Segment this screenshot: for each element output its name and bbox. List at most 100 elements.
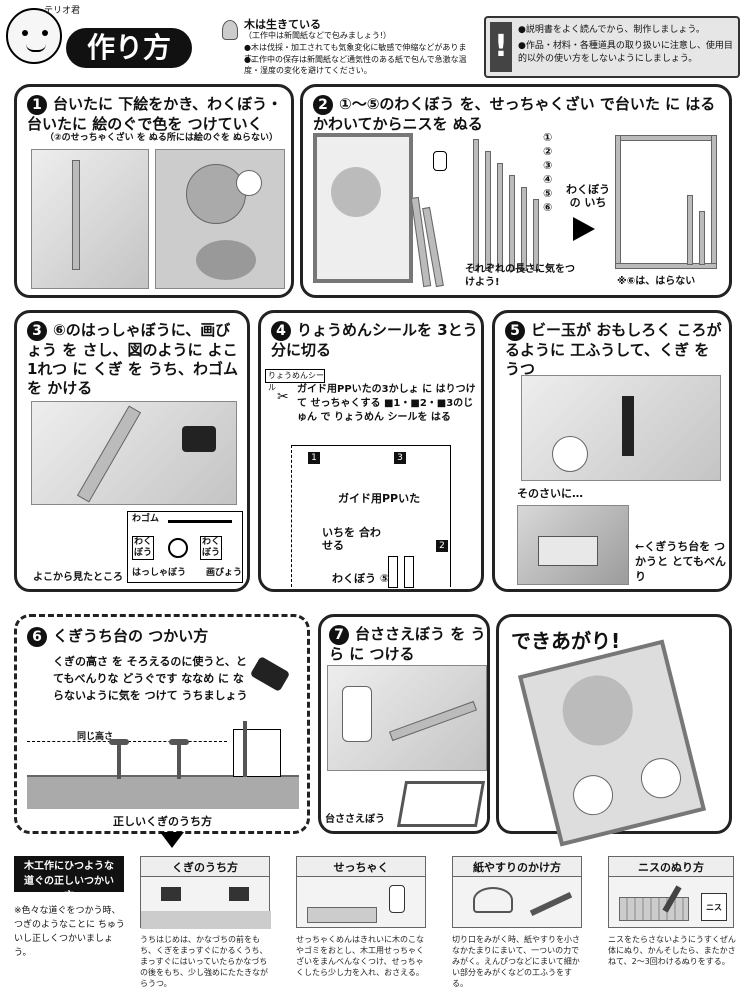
wood-line-3: ●工作中の保存は新聞紙など通気性のある紙で包んで急激な温度・湿度の変化を避けてく… xyxy=(244,55,467,75)
stick-label-6: ⑥ xyxy=(543,201,553,214)
stick-label-3: ③ xyxy=(543,159,553,172)
hammer-icon-2 xyxy=(229,887,249,901)
stick-label-5: ⑤ xyxy=(543,187,553,200)
stick-label-4: ④ xyxy=(543,173,553,186)
tools-heading: 木工作にひつような道ぐの正しいつかい方 xyxy=(14,856,124,902)
tool-text-glue: せっちゃくめんはきれいに木のこなやゴミをおとし、木工用せっちゃくざいをまんべんな… xyxy=(296,935,424,977)
launcher-label: はっしゃぼう xyxy=(132,568,187,578)
mark-3: 3 xyxy=(394,452,406,464)
finished-board xyxy=(517,639,707,847)
tool-image-sandpaper xyxy=(452,876,582,928)
done-title: できあがり! xyxy=(511,629,621,653)
arrow-down-icon xyxy=(160,832,184,848)
tool-text-sandpaper: 切り口をみがく時、紙やすりを小さなかたまりにまいて、一ついの力でみがく。えんぴつ… xyxy=(452,935,580,988)
seal-strip: りょうめんシール xyxy=(265,369,325,392)
stick-label-2: ② xyxy=(543,145,553,158)
frame-label-right: わくぼう xyxy=(200,536,222,560)
warning-box: ! ●説明書をよく読んでから、制作しましょう。 ●作品・材料・各種道具の取り扱い… xyxy=(484,16,740,78)
step-7-number: 7 xyxy=(329,625,349,645)
guide-diagram: 1 3 2 ガイド用PPいた いちを 合わせる わくぼう ⑤ xyxy=(291,445,451,588)
frame-label-left: わくぼう xyxy=(132,536,154,560)
tool-image-varnish: ニス xyxy=(608,876,734,928)
glue-bottle-icon xyxy=(433,151,447,171)
pencil-icon xyxy=(529,891,573,917)
nail-board-diagram xyxy=(27,721,299,809)
frame-position-diagram xyxy=(615,135,717,269)
glue-bottle-icon xyxy=(389,885,405,913)
tool-text-varnish: ニスをたらさないようにうすくぜん体にぬり、かんそしたら、またかさねて、2〜3回わ… xyxy=(608,935,736,966)
step-5-photo xyxy=(521,375,721,481)
brand-tag: テリオ君 xyxy=(44,6,81,16)
page-title: 作り方 xyxy=(66,28,192,68)
step-6-number: 6 xyxy=(27,627,47,647)
done-panel: できあがり! xyxy=(496,614,732,847)
hammer-icon xyxy=(182,426,216,452)
tool-title-nail: くぎのうち方 xyxy=(140,856,270,878)
tools-note: ※色々な道ぐをつかう時、つぎのようなことに ちゅういし正しくつかいましょう。 xyxy=(14,906,125,958)
arrow-right-icon xyxy=(573,217,595,241)
step-5-sub-label: そのさいに… xyxy=(517,487,583,500)
varnish-can-icon: ニス xyxy=(701,893,727,921)
exclamation-icon: ! xyxy=(490,22,512,72)
hammer-icon xyxy=(161,887,181,901)
hammer-icon xyxy=(249,655,291,693)
step-5-photo-tool xyxy=(517,505,629,585)
footnote-6: ※⑥は、はらない xyxy=(617,276,696,287)
step-7-photo xyxy=(327,665,487,771)
stick-label-1: ① xyxy=(543,131,553,144)
pin-label: 画びょう xyxy=(206,568,243,578)
step-3-number: 3 xyxy=(27,321,47,341)
step-5-tip: ←くぎうち台を つかうと とてもべんり xyxy=(635,540,726,583)
step-1-number: 1 xyxy=(27,95,47,115)
tool-title-sandpaper: 紙やすりのかけ方 xyxy=(452,856,582,878)
step-5-number: 5 xyxy=(505,321,525,341)
step-1-photo-painting xyxy=(155,149,285,289)
warning-line-2: ●作品・材料・各種道具の取り扱いに注意し、使用目的以外の使い方をしないようにしま… xyxy=(518,41,733,64)
guide-label: ガイド用PPいた xyxy=(338,492,421,505)
tree-icon xyxy=(222,20,238,40)
mark-1: 1 xyxy=(308,452,320,464)
tool-text-nail: うちはじめは、かなづちの前をもち、くぎをまっすぐにかるくうち、まっすぐにはいって… xyxy=(140,935,268,988)
step-3-photo xyxy=(31,401,237,505)
tool-title-glue: せっちゃく xyxy=(296,856,426,878)
tool-image-nail xyxy=(140,876,271,929)
tool-title-varnish: ニスのぬり方 xyxy=(608,856,734,878)
step-4-instruction: ガイド用PPいたの3かしょ に はりつけて せっちゃくする ■1・■2・■3のじ… xyxy=(297,384,476,423)
wood-line-2: ●木は伐採・加工されても気象変化に敏感で伸縮などがあります。 xyxy=(244,43,467,63)
mascot-icon xyxy=(6,8,62,64)
wood-line-1: （工作中は新聞紙などで包みましょう!） xyxy=(244,31,392,40)
wood-title: 木は生きている xyxy=(244,18,321,31)
side-view-label: よこから見たところ xyxy=(33,572,123,583)
side-view-diagram: わゴム わくぼう わくぼう はっしゃぼう 画びょう xyxy=(127,511,243,583)
step-6-body: くぎの高さ を そろえるのに使うと、とてもべんりな どうぐです ななめ に なら… xyxy=(53,655,248,702)
align-label: いちを 合わせる xyxy=(322,526,381,552)
tool-image-glue xyxy=(296,876,426,928)
step-1-photo-drawing xyxy=(31,149,149,289)
frame-label: わくぼう ⑤ xyxy=(332,572,390,585)
same-height-label: 同じ高さ xyxy=(77,732,114,742)
scissors-icon: ✂ xyxy=(277,389,289,405)
step-6-caption: 正しいくぎのうち方 xyxy=(113,815,212,828)
position-label: わくぼう の いち xyxy=(566,183,610,209)
step-2-number: 2 xyxy=(313,95,333,115)
support-diagram xyxy=(396,781,486,827)
step-4-number: 4 xyxy=(271,321,291,341)
stick-length-note: それぞれの長さに気をつけよう! xyxy=(465,264,575,288)
wood-info-box: 木は生きている （工作中は新聞紙などで包みましょう!） ●木は伐採・加工されても… xyxy=(222,16,472,78)
support-label: 台ささえぼう xyxy=(325,814,385,825)
rubber-label: わゴム xyxy=(132,514,160,524)
warning-line-1: ●説明書をよく読んでから、制作しましょう。 xyxy=(518,25,705,35)
